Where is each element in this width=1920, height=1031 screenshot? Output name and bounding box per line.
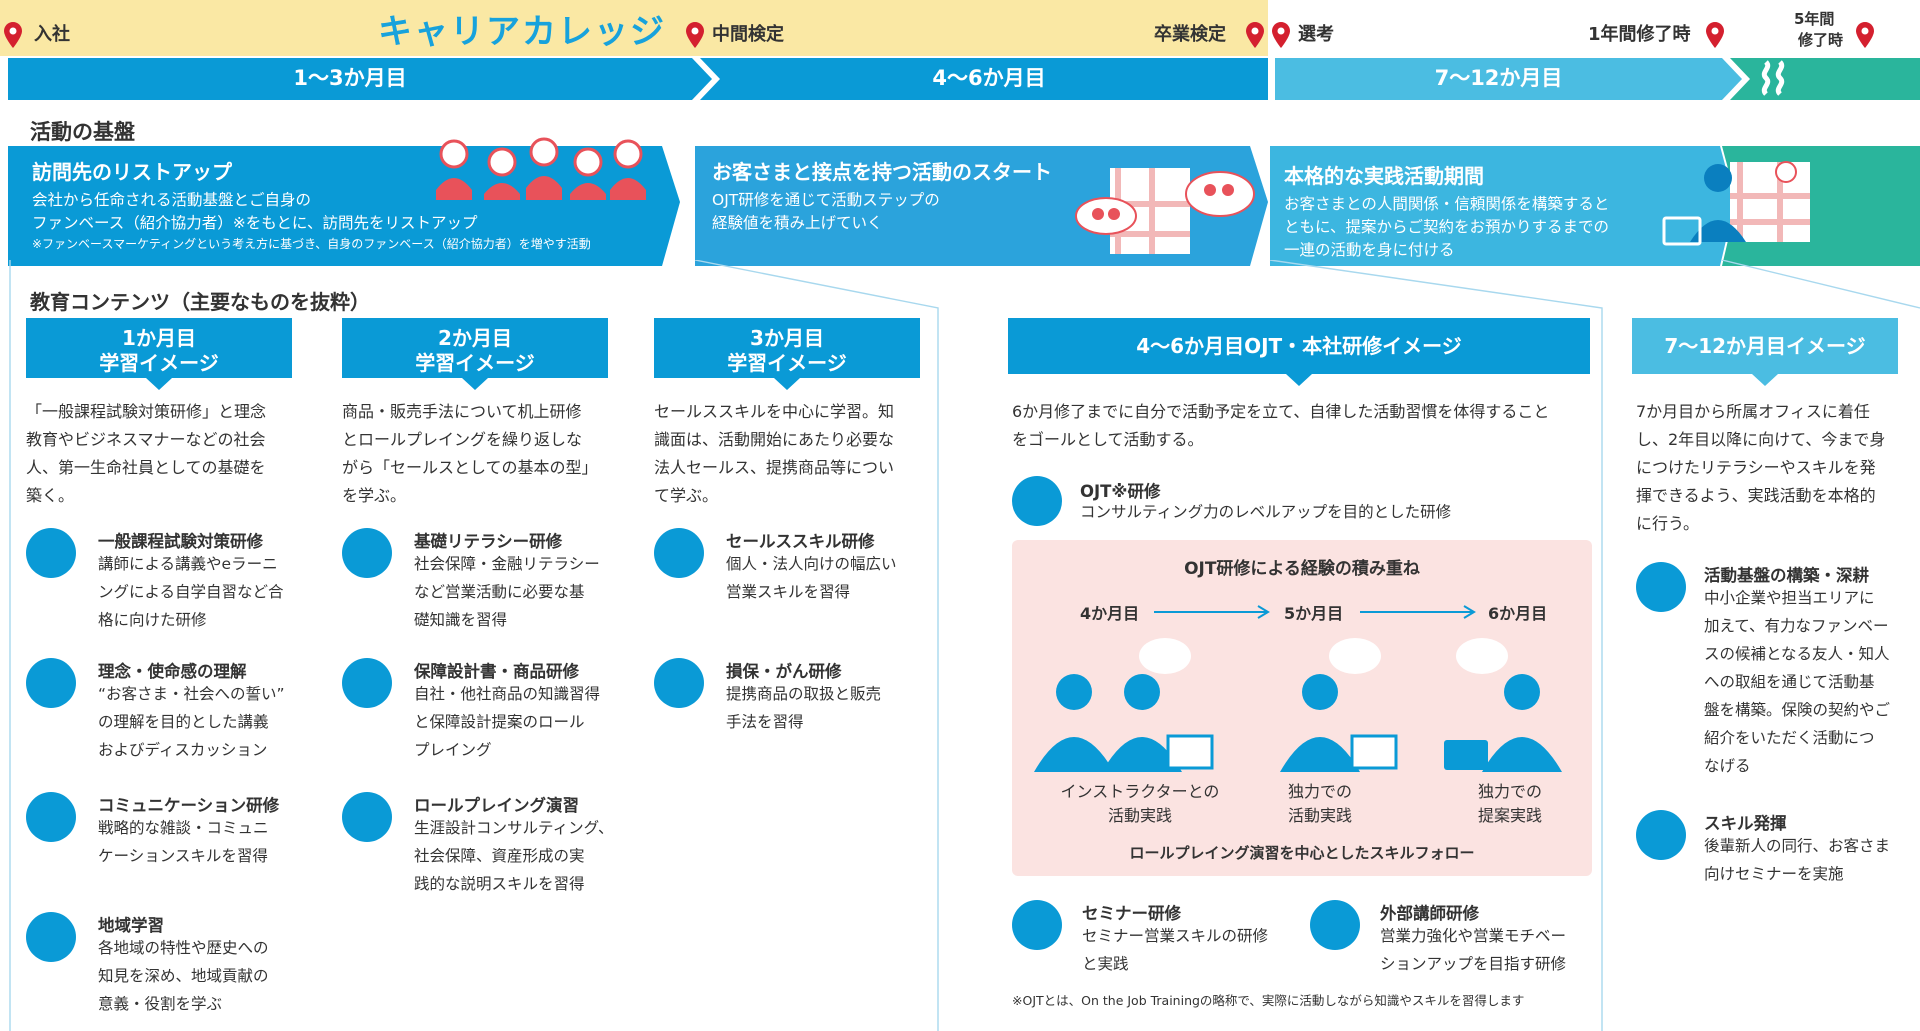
education-label: 教育コンテンツ（主要なものを抜粋） bbox=[30, 290, 370, 314]
header-month-1: 1か月目学習イメージ bbox=[99, 326, 219, 375]
seminar-yen-icon bbox=[342, 528, 392, 578]
e-learning-icon bbox=[26, 528, 76, 578]
ojt-stage-3: 独力での提案実践 bbox=[1477, 782, 1542, 825]
team-icon bbox=[1636, 810, 1686, 860]
ojt-month-5: 5か月目 bbox=[1284, 604, 1344, 623]
band-1-text: 会社から任命される活動基盤とご自身のファンベース（紹介協力者）※をもとに、訪問先… bbox=[32, 191, 478, 232]
phase-4-6: 4〜6か月目 bbox=[932, 66, 1046, 90]
header-tabs bbox=[26, 318, 1898, 390]
col5-intro: 7か月目から所属オフィスに着任し、2年目以降に向けて、今まで身につけたリテラシー… bbox=[1636, 402, 1886, 533]
ojt-month-6: 6か月目 bbox=[1488, 604, 1548, 623]
office-worker-icon bbox=[1662, 161, 1810, 246]
map-meeting-icon bbox=[1075, 168, 1255, 254]
header-month-3: 3か月目学習イメージ bbox=[727, 326, 847, 375]
band-2-title: お客さまと接点を持つ活動のスタート bbox=[712, 160, 1052, 184]
band-2-text: OJT研修を通じて活動ステップの経験値を積み上げていく bbox=[712, 191, 940, 232]
ojt-cycle-icon bbox=[1012, 476, 1062, 526]
milestone-5year-line1: 5年間 bbox=[1794, 10, 1835, 28]
foundation-band-2: お客さまと接点を持つ活動のスタート OJT研修を通じて活動ステップの経験値を積み… bbox=[712, 156, 1112, 235]
guide-lines bbox=[9, 260, 1920, 1031]
milestone-1year: 1年間修了時 bbox=[1588, 24, 1691, 45]
ojt-progress-arrows bbox=[1154, 605, 1476, 619]
ojt-experience-box bbox=[1012, 540, 1592, 876]
pin-icon bbox=[686, 22, 704, 48]
milestone-midterm: 中間検定 bbox=[712, 24, 784, 45]
foundation-band-3: 本格的な実践活動期間 お客さまとの人間関係・信頼関係を構築するとともに、提案から… bbox=[1284, 160, 1664, 262]
col2-intro: 商品・販売手法について机上研修とロールプレイングを繰り返しながら「セールスとして… bbox=[342, 402, 598, 505]
milestone-entry: 入社 bbox=[34, 24, 70, 45]
phase-7-12: 7〜12か月目 bbox=[1434, 66, 1563, 90]
milestone-graduation: 卒業検定 bbox=[1154, 24, 1226, 45]
ojt-people-illustration bbox=[1034, 638, 1562, 772]
document-icon bbox=[342, 658, 392, 708]
header-month-2: 2か月目学習イメージ bbox=[415, 326, 535, 375]
career-college-title: キャリアカレッジ bbox=[378, 12, 666, 52]
ojt-month-4: 4か月目 bbox=[1080, 604, 1140, 623]
lecturer-icon bbox=[1310, 900, 1360, 950]
pin-icon bbox=[4, 22, 22, 48]
milestone-selection: 選考 bbox=[1298, 24, 1334, 45]
pin-icon bbox=[1272, 22, 1290, 48]
header-ojt: 4〜6か月目OJT・本社研修イメージ bbox=[1136, 334, 1462, 358]
medical-icon bbox=[654, 658, 704, 708]
ojt-stage-2: 独力での活動実践 bbox=[1287, 782, 1352, 825]
pin-icon bbox=[1246, 22, 1264, 48]
col1-intro: 「一般課程試験対策研修」と理念教育やビジネスマナーなどの社会人、第一生命社員とし… bbox=[26, 402, 267, 505]
person-icon bbox=[1636, 562, 1686, 612]
ojt-box-title: OJT研修による経験の積み重ね bbox=[1184, 559, 1420, 579]
band-1-title: 訪問先のリストアップ bbox=[32, 160, 232, 184]
milestone-5year-line2: 修了時 bbox=[1798, 31, 1844, 49]
band-3-text: お客さまとの人間関係・信頼関係を構築するとともに、提案からご契約をお預かりするま… bbox=[1284, 195, 1610, 259]
col4-intro: 6か月修了までに自分で活動予定を立て、自律した活動習慣を体得することをゴールとし… bbox=[1012, 402, 1550, 449]
col3-intro: セールススキルを中心に学習。知識面は、活動開始にあたり必要な法人セールス、提携商… bbox=[654, 402, 895, 505]
pin-icon bbox=[1856, 22, 1874, 48]
city-icon bbox=[26, 912, 76, 962]
phase-1-3: 1〜3か月目 bbox=[293, 66, 407, 90]
ojt-box-footer: ロールプレイング演習を中心としたスキルフォロー bbox=[1129, 844, 1475, 862]
header-7-12: 7〜12か月目イメージ bbox=[1664, 334, 1866, 358]
people-group-icon bbox=[436, 137, 646, 200]
career-college-banner bbox=[0, 0, 1268, 56]
pyramid-icon bbox=[26, 658, 76, 708]
ojt-stage-1: インストラクターとの活動実践 bbox=[1060, 782, 1220, 825]
seminar-icon bbox=[1012, 900, 1062, 950]
roleplay-icon bbox=[342, 792, 392, 842]
band-3-title: 本格的な実践活動期間 bbox=[1284, 164, 1484, 188]
chat-people-icon bbox=[26, 792, 76, 842]
foundation-band-1: 訪問先のリストアップ 会社から任命される活動基盤とご自身のファンベース（紹介協力… bbox=[32, 156, 672, 253]
phase-arrows bbox=[8, 58, 1920, 100]
ojt-note: ※OJTとは、On the Job Trainingの略称で、実際に活動しながら… bbox=[1012, 993, 1525, 1008]
foundation-label: 活動の基盤 bbox=[30, 120, 135, 144]
band-1-note: ※ファンベースマーケティングという考え方に基づき、自身のファンベース（紹介協力者… bbox=[32, 237, 591, 251]
salesperson-icon bbox=[654, 528, 704, 578]
pin-icon bbox=[1706, 22, 1724, 48]
